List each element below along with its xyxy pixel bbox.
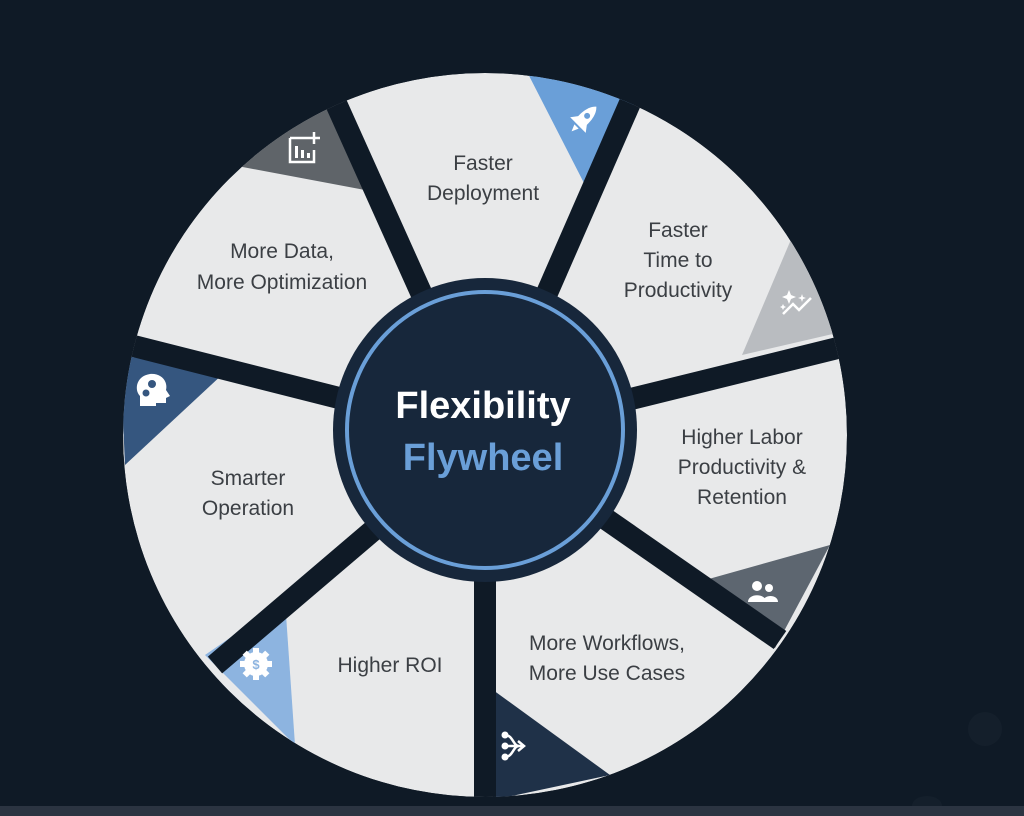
segment-smarter-operation: Smarter Operation	[202, 467, 294, 520]
segment-label: Smarter	[211, 467, 286, 490]
flap-higher-labor	[698, 545, 830, 648]
segment-faster-deployment: Faster Deployment	[427, 152, 539, 205]
segment-label: More Workflows,	[529, 632, 685, 655]
segment-label: Faster	[648, 219, 708, 242]
segment-label: Retention	[697, 486, 787, 509]
title-line1: Flexibility	[395, 385, 570, 427]
segment-label: Faster	[453, 152, 513, 175]
segment-label: Productivity	[624, 279, 733, 302]
segment-label: Higher Labor	[681, 426, 802, 449]
segment-higher-labor: Higher Labor Productivity & Retention	[678, 426, 806, 509]
segment-label: Higher ROI	[337, 654, 442, 677]
head-gears-icon	[136, 373, 170, 406]
rocket-icon	[570, 106, 597, 133]
flap-more-workflows	[493, 690, 610, 797]
segment-label: More Use Cases	[529, 662, 685, 685]
svg-text:$: $	[252, 657, 260, 672]
hub-ring	[345, 290, 625, 570]
segment-label: Operation	[202, 497, 294, 520]
bottom-bar	[0, 806, 1024, 816]
people-icon	[748, 581, 778, 602]
background-bokeh	[968, 712, 1002, 746]
segment-label: More Optimization	[197, 271, 367, 294]
segment-label: Productivity &	[678, 456, 806, 479]
segment-label: More Data,	[230, 240, 334, 263]
hub	[333, 278, 637, 582]
segment-more-workflows: More Workflows, More Use Cases	[529, 632, 685, 685]
chart-plus-icon	[288, 132, 320, 164]
flap-more-data	[232, 105, 365, 190]
sparkle-trend-icon	[780, 290, 812, 315]
branch-arrow-icon	[501, 731, 526, 761]
dollar-gear-icon: $	[240, 648, 272, 680]
title-line2: Flywheel	[403, 437, 564, 479]
segment-label: Deployment	[427, 182, 539, 205]
segment-more-data: More Data, More Optimization	[197, 240, 367, 294]
segment-label: Time to	[643, 249, 712, 272]
segment-faster-time: Faster Time to Productivity	[624, 219, 733, 302]
segment-higher-roi: Higher ROI	[337, 654, 442, 677]
flap-faster-time	[742, 230, 847, 355]
